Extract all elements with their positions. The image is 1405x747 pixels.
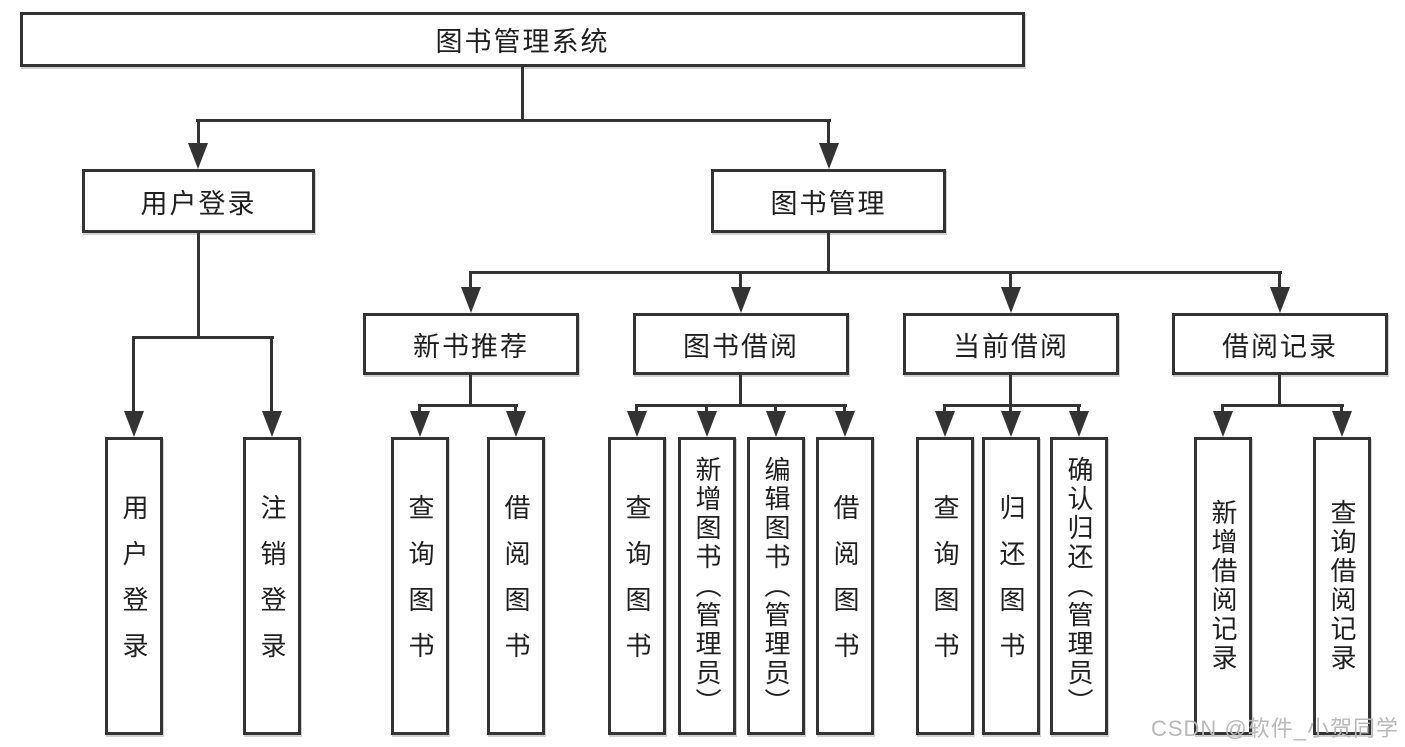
node-label: 编辑图书（管理员） <box>761 455 791 717</box>
connector-line <box>419 404 518 407</box>
connector-line <box>843 404 846 413</box>
arrowhead-down-icon <box>124 411 144 437</box>
arrowhead-down-icon <box>935 411 955 437</box>
node-label: 注销登录 <box>257 494 287 678</box>
connector-line <box>1009 374 1012 406</box>
arrowhead-down-icon <box>1001 287 1021 313</box>
connector-line <box>943 404 946 413</box>
node-book-borrowing: 图书借阅 <box>633 313 849 375</box>
node-label: 当前借阅 <box>953 331 1069 362</box>
connector-line <box>739 271 742 289</box>
arrowhead-down-icon <box>627 411 647 437</box>
node-label: 查询借阅记录 <box>1327 499 1357 673</box>
leaf-add-borrow-record: 新增借阅记录 <box>1194 437 1252 735</box>
leaf-query-books-current: 查询图书 <box>916 437 974 735</box>
connector-line <box>774 404 777 413</box>
connector-line <box>1009 271 1012 289</box>
connector-line <box>521 67 524 120</box>
connector-line <box>1077 404 1080 413</box>
leaf-confirm-return-admin: 确认归还（管理员） <box>1050 437 1108 735</box>
leaf-query-borrow-record: 查询借阅记录 <box>1313 437 1371 735</box>
arrowhead-down-icon <box>506 411 526 437</box>
node-label: 确认归还（管理员） <box>1064 455 1094 717</box>
node-label: 归还图书 <box>996 494 1026 678</box>
leaf-add-books-admin: 新增图书（管理员） <box>678 437 736 735</box>
connector-line <box>636 404 847 407</box>
node-book-management: 图书管理 <box>711 169 946 233</box>
leaf-borrow-books: 借阅图书 <box>816 437 874 735</box>
node-user-login: 用户登录 <box>82 169 315 233</box>
node-label: 新增图书（管理员） <box>692 455 722 717</box>
csdn-watermark: CSDN @软件_小贺同学 <box>1150 716 1399 741</box>
connector-line <box>1221 404 1224 413</box>
connector-line <box>133 336 274 339</box>
connector-line <box>132 336 135 413</box>
connector-line <box>1340 404 1343 413</box>
leaf-return-books: 归还图书 <box>982 437 1040 735</box>
node-label: 用户登录 <box>140 188 257 219</box>
node-current-borrowing: 当前借阅 <box>903 313 1119 375</box>
leaf-logout: 注销登录 <box>243 437 301 735</box>
connector-line <box>739 374 742 406</box>
arrowhead-down-icon <box>188 143 208 169</box>
node-label: 图书管理 <box>770 188 887 219</box>
connector-line <box>827 119 830 145</box>
connector-line <box>514 404 517 413</box>
arrowhead-down-icon <box>410 411 430 437</box>
arrowhead-down-icon <box>1213 411 1233 437</box>
arrowhead-down-icon <box>1332 411 1352 437</box>
arrowhead-down-icon <box>835 411 855 437</box>
connector-line <box>705 404 708 413</box>
node-label: 查询图书 <box>622 494 652 678</box>
connector-line <box>197 232 200 337</box>
arrowhead-down-icon <box>262 411 282 437</box>
arrowhead-down-icon <box>766 411 786 437</box>
node-library-management-system: 图书管理系统 <box>20 12 1025 67</box>
connector-line <box>197 119 200 145</box>
node-label: 借阅图书 <box>830 494 860 678</box>
leaf-user-login: 用户登录 <box>105 437 163 735</box>
arrowhead-down-icon <box>697 411 717 437</box>
connector-line <box>270 336 273 413</box>
connector-line <box>418 404 421 413</box>
node-label: 查询图书 <box>405 494 435 678</box>
node-label: 新书推荐 <box>413 331 529 362</box>
node-label: 查询图书 <box>930 494 960 678</box>
arrowhead-down-icon <box>1001 411 1021 437</box>
connector-line <box>944 404 1081 407</box>
node-label: 借阅图书 <box>501 494 531 678</box>
connector-line <box>635 404 638 413</box>
leaf-query-books-recommend: 查询图书 <box>391 437 449 735</box>
leaf-edit-books-admin: 编辑图书（管理员） <box>747 437 805 735</box>
arrowhead-down-icon <box>461 287 481 313</box>
arrowhead-down-icon <box>731 287 751 313</box>
node-new-book-recommendation: 新书推荐 <box>363 313 579 375</box>
connector-line <box>469 271 472 289</box>
arrowhead-down-icon <box>1069 411 1089 437</box>
node-label: 图书借阅 <box>683 331 799 362</box>
connector-line <box>1278 374 1281 406</box>
arrowhead-down-icon <box>1270 287 1290 313</box>
arrowhead-down-icon <box>819 143 839 169</box>
connector-line <box>469 374 472 406</box>
leaf-borrow-books-recommend: 借阅图书 <box>487 437 545 735</box>
node-label: 借阅记录 <box>1222 331 1338 362</box>
connector-line <box>827 232 830 273</box>
connector-line <box>470 271 1282 274</box>
connector-line <box>1222 404 1344 407</box>
node-label: 图书管理系统 <box>435 27 610 57</box>
node-label: 新增借阅记录 <box>1208 499 1238 673</box>
leaf-query-books-borrowing: 查询图书 <box>608 437 666 735</box>
connector-line <box>1278 271 1281 289</box>
node-label: 用户登录 <box>119 494 149 678</box>
connector-line <box>196 119 831 122</box>
connector-line <box>1009 404 1012 413</box>
node-borrowing-records: 借阅记录 <box>1172 313 1388 375</box>
